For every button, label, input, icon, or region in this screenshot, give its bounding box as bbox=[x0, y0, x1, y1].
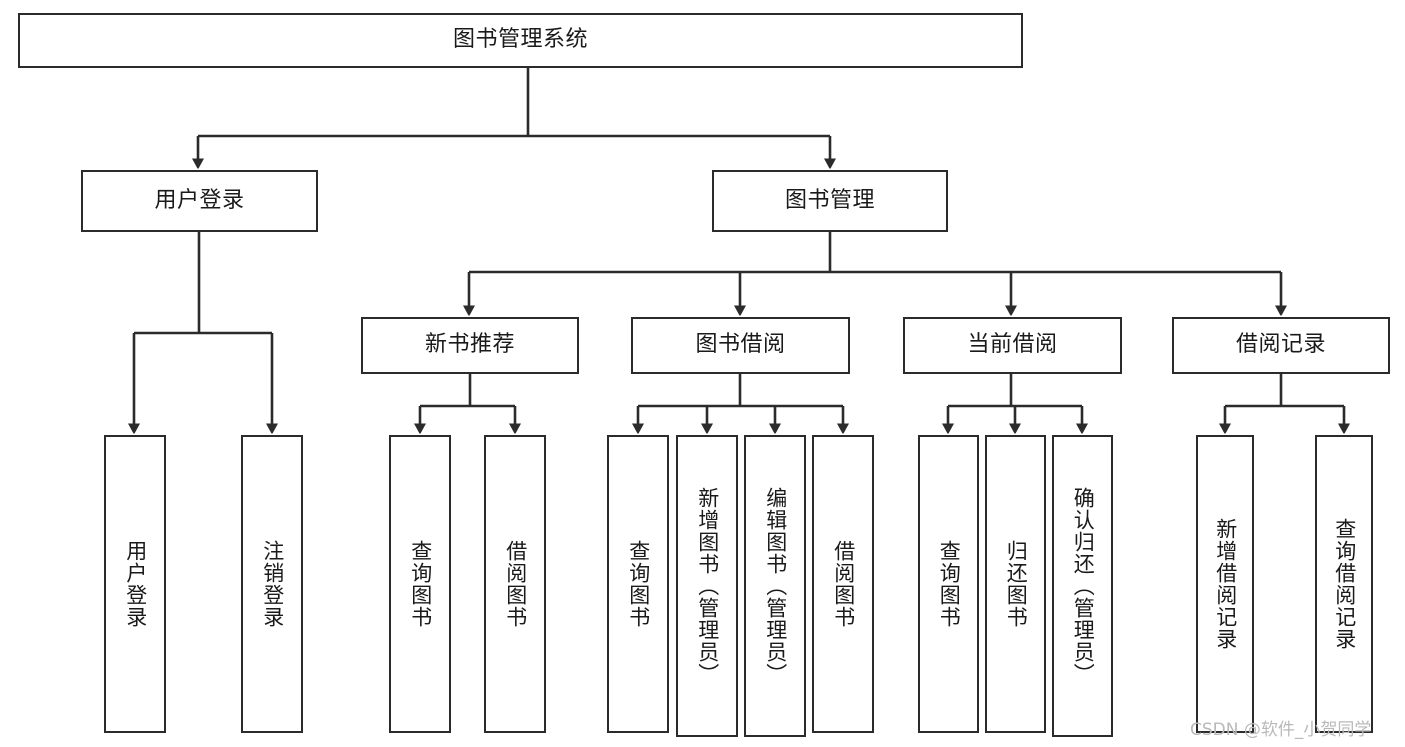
node-book-management[interactable]: 图书管理 bbox=[712, 170, 948, 232]
node-leaf-add-book-label: 新增图书（管理员） bbox=[695, 487, 720, 685]
node-book-borrow[interactable]: 图书借阅 bbox=[631, 317, 850, 374]
node-book-management-label: 图书管理 bbox=[784, 187, 875, 213]
node-current-borrow-label: 当前借阅 bbox=[967, 332, 1058, 358]
node-book-borrow-label: 图书借阅 bbox=[695, 332, 786, 358]
node-leaf-borrow-book-2-label: 借阅图书 bbox=[831, 540, 856, 628]
node-leaf-return-book[interactable]: 归还图书 bbox=[985, 435, 1046, 733]
node-leaf-query-book-1-label: 查询图书 bbox=[408, 540, 433, 628]
node-leaf-edit-book[interactable]: 编辑图书（管理员） bbox=[744, 435, 806, 737]
node-root[interactable]: 图书管理系统 bbox=[18, 13, 1023, 68]
node-leaf-borrow-book-1-label: 借阅图书 bbox=[503, 540, 528, 628]
node-leaf-query-book-3-label: 查询图书 bbox=[937, 540, 962, 628]
node-leaf-logout-label: 注销登录 bbox=[260, 540, 285, 628]
node-borrow-record-label: 借阅记录 bbox=[1235, 332, 1326, 358]
node-leaf-user-login-label: 用户登录 bbox=[123, 540, 148, 628]
node-leaf-confirm-return[interactable]: 确认归还（管理员） bbox=[1052, 435, 1113, 737]
node-user-login-label: 用户登录 bbox=[154, 187, 245, 213]
node-root-label: 图书管理系统 bbox=[452, 27, 588, 53]
node-leaf-query-book-2[interactable]: 查询图书 bbox=[607, 435, 669, 733]
node-leaf-logout[interactable]: 注销登录 bbox=[241, 435, 303, 733]
node-leaf-query-record[interactable]: 查询借阅记录 bbox=[1315, 435, 1373, 733]
node-leaf-query-book-1[interactable]: 查询图书 bbox=[389, 435, 451, 733]
node-new-book-recommend[interactable]: 新书推荐 bbox=[361, 317, 579, 374]
node-leaf-add-book[interactable]: 新增图书（管理员） bbox=[676, 435, 738, 737]
node-borrow-record[interactable]: 借阅记录 bbox=[1172, 317, 1390, 374]
node-leaf-confirm-return-label: 确认归还（管理员） bbox=[1071, 487, 1096, 685]
node-leaf-borrow-book-2[interactable]: 借阅图书 bbox=[812, 435, 874, 733]
node-leaf-return-book-label: 归还图书 bbox=[1004, 540, 1029, 628]
node-leaf-add-record-label: 新增借阅记录 bbox=[1213, 518, 1238, 650]
node-leaf-query-book-3[interactable]: 查询图书 bbox=[918, 435, 979, 733]
node-leaf-borrow-book-1[interactable]: 借阅图书 bbox=[484, 435, 546, 733]
node-leaf-query-book-2-label: 查询图书 bbox=[626, 540, 651, 628]
node-leaf-add-record[interactable]: 新增借阅记录 bbox=[1196, 435, 1254, 733]
node-leaf-query-record-label: 查询借阅记录 bbox=[1332, 518, 1357, 650]
node-leaf-user-login[interactable]: 用户登录 bbox=[104, 435, 166, 733]
node-leaf-edit-book-label: 编辑图书（管理员） bbox=[763, 487, 788, 685]
node-new-book-recommend-label: 新书推荐 bbox=[424, 332, 515, 358]
node-user-login[interactable]: 用户登录 bbox=[81, 170, 318, 232]
node-current-borrow[interactable]: 当前借阅 bbox=[903, 317, 1122, 374]
